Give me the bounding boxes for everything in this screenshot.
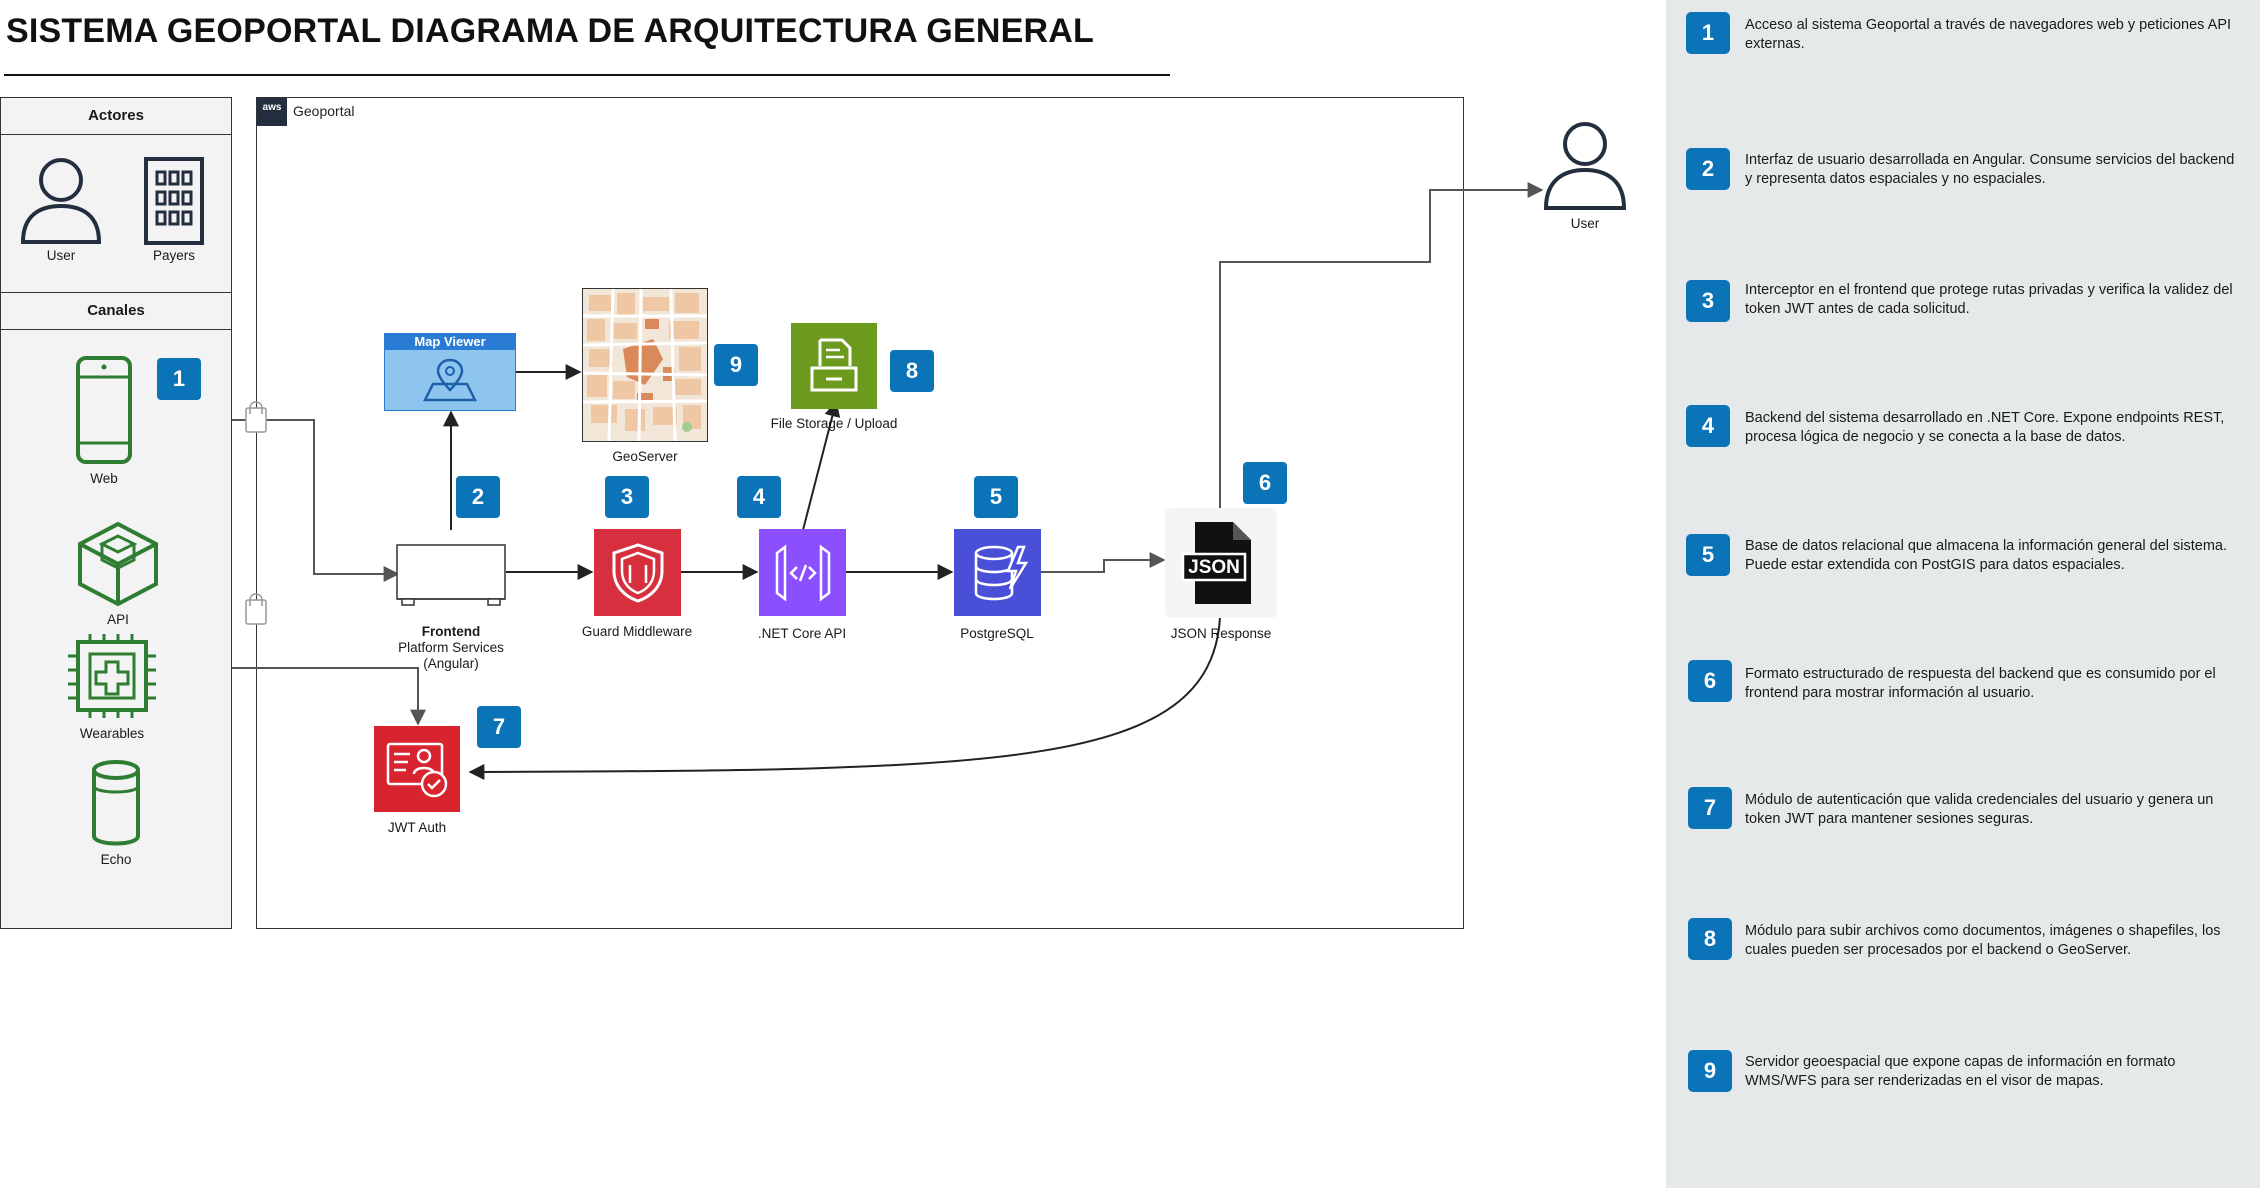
note-4-text: Backend del sistema desarrollado en .NET… [1745,410,2225,445]
postgresql-badge: 5 [974,476,1018,518]
actor-user-label: User [46,248,76,263]
geoserver-node[interactable] [582,288,708,442]
geoserver-badge: 9 [714,344,758,386]
note-2-badge: 2 [1686,148,1730,190]
actor-payers-label: Payers [152,248,196,263]
geoportal-group-label: Geoportal [293,103,355,119]
actor-user: User [15,156,107,266]
frontend-label-line2: Platform Services [398,640,504,655]
guard-middleware-label: Guard Middleware [581,624,693,639]
json-response-node[interactable]: JSON [1165,508,1277,618]
user-icon [1543,122,1627,210]
actor-payers: Payers [131,156,217,266]
cube-icon [78,521,158,607]
note-1-badge: 1 [1686,12,1730,54]
channel-wearables-label: Wearables [79,726,145,741]
external-user-label: User [1570,216,1600,231]
frontend-label-line3: (Angular) [423,656,479,671]
actors-header: Actores [1,98,231,135]
file-storage-node[interactable] [791,323,877,409]
note-9-text: Servidor geoespacial que expone capas de… [1745,1054,2176,1089]
channel-echo: Echo [80,760,152,872]
mobile-icon [76,356,132,464]
frontend-label-line1: Frontend [421,624,481,639]
map-viewer-title: Map Viewer [385,334,515,350]
notes-panel [1666,0,2260,1188]
note-3-text: Interceptor en el frontend que protege r… [1745,282,2233,317]
actors-panel: Actores User Payers [0,97,232,293]
frontend-server-icon [396,544,506,606]
jwt-auth-badge: 7 [477,706,521,748]
note-7-badge: 7 [1688,787,1732,829]
map-pin-icon [422,358,478,402]
storage-icon [810,338,858,392]
building-icon [144,157,204,245]
note-2-text: Interfaz de usuario desarrollada en Angu… [1745,152,2235,187]
channels-badge: 1 [157,358,201,400]
file-storage-badge: 8 [890,350,934,392]
database-icon [974,545,1028,600]
title-underline [4,74,1170,76]
note-1-text: Acceso al sistema Geoportal a través de … [1745,17,2232,52]
channel-web: Web [56,355,152,491]
postgresql-node[interactable] [954,529,1041,616]
note-4-badge: 4 [1686,405,1730,447]
note-6-text: Formato estructurado de respuesta del ba… [1745,666,2216,701]
netcore-api-node[interactable] [759,529,846,616]
city-map-icon [583,289,707,441]
geoserver-label: GeoServer [612,449,678,464]
channel-api: API [72,520,164,632]
note-3-badge: 3 [1686,280,1730,322]
netcore-api-badge: 4 [737,476,781,518]
guard-middleware-badge: 3 [605,476,649,518]
note-5-badge: 5 [1686,534,1730,576]
id-card-icon [386,742,448,798]
jwt-auth-label: JWT Auth [387,820,447,835]
map-viewer-node[interactable]: Map Viewer [384,333,516,411]
channel-echo-label: Echo [100,852,132,867]
frontend-node[interactable] [396,544,506,608]
api-gateway-icon [775,544,830,601]
note-5-text: Base de datos relacional que almacena la… [1745,538,2228,573]
user-icon [20,158,102,244]
channel-web-label: Web [90,471,118,486]
note-9-badge: 9 [1688,1050,1732,1092]
json-response-badge: 6 [1243,462,1287,504]
channels-header: Canales [1,293,231,330]
file-storage-label: File Storage / Upload [770,416,898,431]
lock-icon [245,401,267,625]
jwt-auth-node[interactable] [374,726,460,812]
chip-icon [68,634,156,718]
note-8-text: Módulo para subir archivos como document… [1745,923,2221,958]
map-viewer-badge: 2 [456,476,500,518]
guard-middleware-node[interactable] [594,529,681,616]
diagram-title: SISTEMA GEOPORTAL DIAGRAMA DE ARQUITECTU… [6,12,1094,50]
note-7-text: Módulo de autenticación que valida crede… [1745,792,2214,827]
json-icon-text: JSON [1188,557,1240,578]
note-6-badge: 6 [1688,660,1732,702]
external-user-node[interactable]: User [1540,120,1630,236]
netcore-api-label: .NET Core API [757,626,847,641]
aws-logo: aws [257,98,287,126]
echo-device-icon [92,760,140,846]
connectors [232,182,1544,780]
channel-wearables: Wearables [64,634,160,744]
frontend-label: Frontend Platform Services (Angular) [376,624,526,672]
channel-api-label: API [107,612,129,627]
json-file-icon: JSON [1181,522,1251,604]
note-8-badge: 8 [1688,918,1732,960]
shield-icon [612,542,663,603]
postgresql-label: PostgreSQL [960,626,1034,641]
json-response-label: JSON Response [1170,626,1272,641]
